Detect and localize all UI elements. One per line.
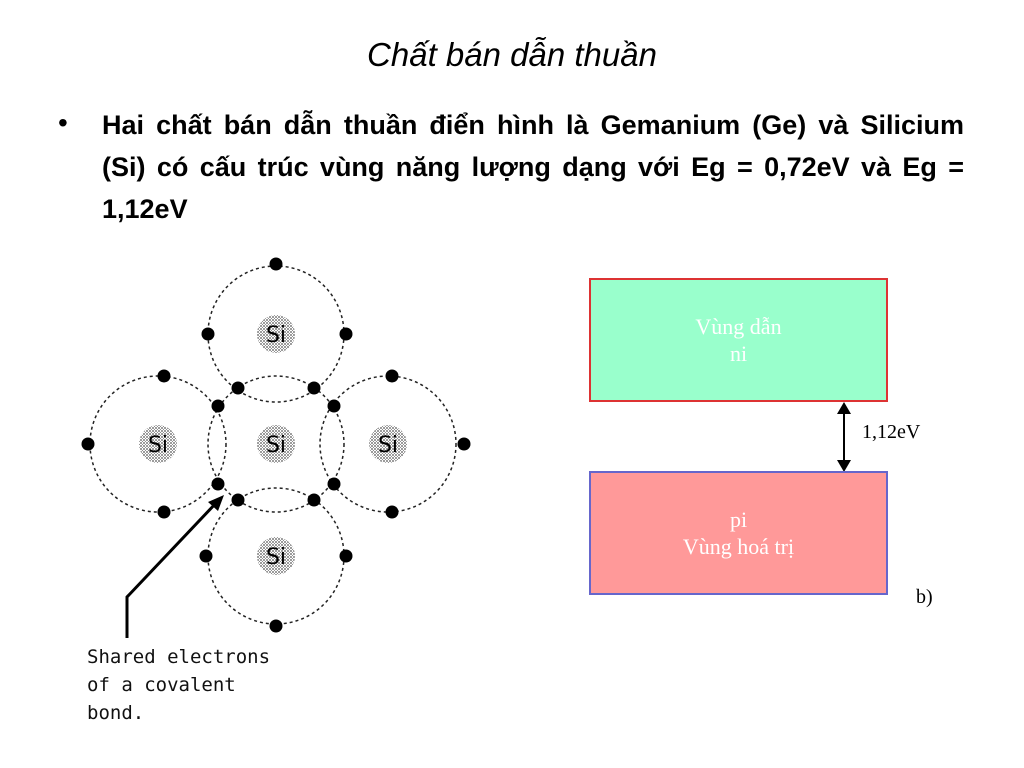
atom-center-orbit [207,375,345,513]
atom-top-nucleus [257,315,295,353]
electron [457,437,471,451]
electron [327,399,341,413]
bullet-text: Hai chất bán dẫn thuần điển hình là Gema… [102,110,964,224]
electron [211,399,225,413]
atom-top-label: Si [266,323,286,348]
bullet-dot: • [58,107,68,138]
electron [327,477,341,491]
valence-band-label: Vùng hoá trị [682,534,795,559]
electron [307,493,321,507]
lattice-caption: Shared electrons of a covalent bond. [87,643,270,727]
atom-center-nucleus [257,425,295,463]
panel-label: b) [916,586,933,608]
electron [211,477,225,491]
band-gap-arrow [837,402,851,472]
atom-right-nucleus [369,425,407,463]
pointer-arrow-head [208,495,224,511]
electron [201,327,215,341]
bullet-item: • Hai chất bán dẫn thuần điển hình là Ge… [58,104,964,230]
caption-line: bond. [87,702,145,724]
atom-bottom-label: Si [266,545,286,570]
valence-band: pi Vùng hoá trị [589,471,888,595]
electron [157,369,171,383]
electron [269,257,283,271]
atom-left-nucleus [139,425,177,463]
conduction-band-label: Vùng dẫn [695,314,782,339]
atom-bottom-nucleus [257,537,295,575]
electron [339,549,353,563]
electron [307,381,321,395]
pointer-arrow-line [125,500,219,638]
caption-line: Shared electrons [87,646,271,668]
conduction-carrier-label: ni [729,341,748,366]
electron [339,327,353,341]
slide-title: Chất bán dẫn thuần [367,36,657,73]
electron [199,549,213,563]
electron [231,381,245,395]
electron [385,505,399,519]
electron [269,619,283,633]
atom-center-label: Si [266,433,286,458]
electron [157,505,171,519]
conduction-band: Vùng dẫn ni [589,278,888,402]
band-gap-label: 1,12eV [862,421,921,443]
caption-line: of a covalent [87,674,236,696]
electron [81,437,95,451]
atom-right-label: Si [378,433,398,458]
atom-left-label: Si [148,433,168,458]
electron [231,493,245,507]
valence-carrier-label: pi [729,507,748,532]
electron [385,369,399,383]
